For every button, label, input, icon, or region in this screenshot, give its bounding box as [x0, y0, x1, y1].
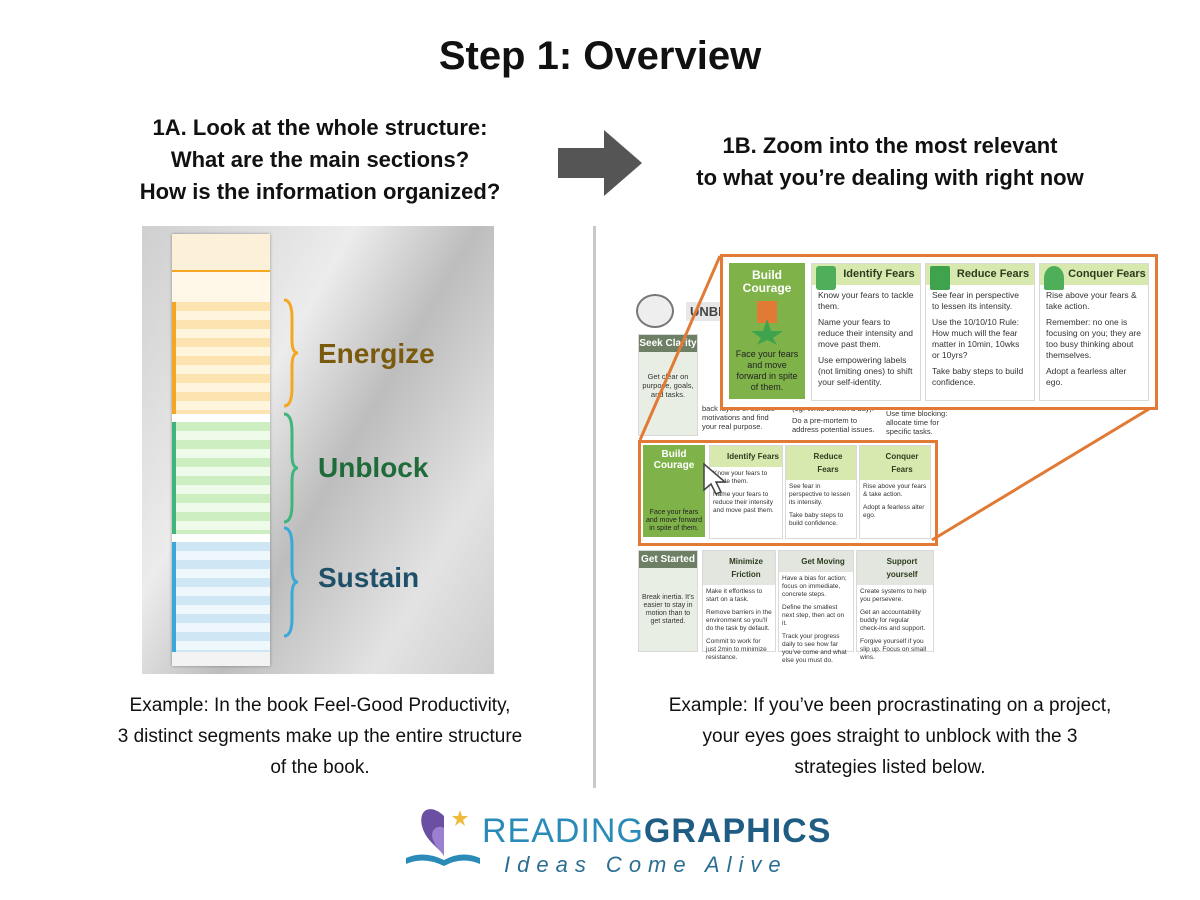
identify-fears-card: Identify Fears Know your fears to tackle…	[811, 263, 921, 401]
left-heading: 1A. Look at the whole structure: What ar…	[139, 115, 501, 204]
infographic-overview-image	[142, 226, 494, 674]
zoom-connector-lines	[638, 255, 1155, 542]
right-caption: Example: If you’ve been procrastinating …	[668, 695, 1112, 778]
right-heading: 1B. Zoom into the most relevant to what …	[696, 133, 1084, 190]
highlighted-row: Build Courage Face your fears and move f…	[638, 440, 938, 546]
seek-fragment-3: Do a pre-mortem to address potential iss…	[792, 416, 875, 434]
infographic-zoom-image: UNBL Seek Clarity Get clear on purpose, …	[636, 254, 1158, 664]
trophy-figure-icon	[1044, 266, 1064, 290]
puzzle-icon	[816, 266, 836, 290]
segment-sustain: Sustain	[318, 562, 420, 593]
reduce-fears-card: Reduce Fears See fear in perspective to …	[925, 263, 1035, 401]
build-courage-card: Build Courage Face your fears and move f…	[729, 263, 805, 399]
seek-fragment-4: Use time blocking: allocate time for spe…	[886, 409, 948, 436]
energize-brace	[283, 298, 299, 408]
page-title: Step 1: Overview	[438, 34, 762, 78]
unblock-brace	[283, 412, 299, 524]
minimize-friction-card: Minimize Friction Make it effortless to …	[702, 550, 776, 661]
sustain-brace	[283, 526, 299, 638]
get-started-card: Get Started Break inertia. It’s easier t…	[638, 550, 698, 652]
section-divider	[593, 226, 596, 788]
support-yourself-card: Support yourself Create systems to help …	[856, 550, 934, 661]
segment-unblock: Unblock	[318, 452, 429, 483]
get-moving-card: Get Moving Have a bias for action; focus…	[778, 550, 854, 664]
butterfly-book-logo-icon	[406, 809, 480, 866]
brand-tagline: Ideas Come Alive	[504, 852, 788, 877]
zoomed-strategies-panel: Build Courage Face your fears and move f…	[720, 254, 1158, 410]
infographic-thumbnail	[172, 234, 270, 666]
brand-name: READINGGRAPHICS	[482, 812, 832, 850]
shrink-arrow-icon	[930, 266, 950, 290]
mouse-pointer-icon	[703, 462, 728, 495]
medal-star-icon	[751, 301, 783, 345]
right-arrow-icon	[558, 130, 642, 196]
conquer-fears-card: Conquer Fears Rise above your fears & ta…	[1039, 263, 1149, 401]
segment-energize: Energize	[318, 338, 435, 369]
left-caption: Example: In the book Feel-Good Productiv…	[117, 695, 523, 778]
